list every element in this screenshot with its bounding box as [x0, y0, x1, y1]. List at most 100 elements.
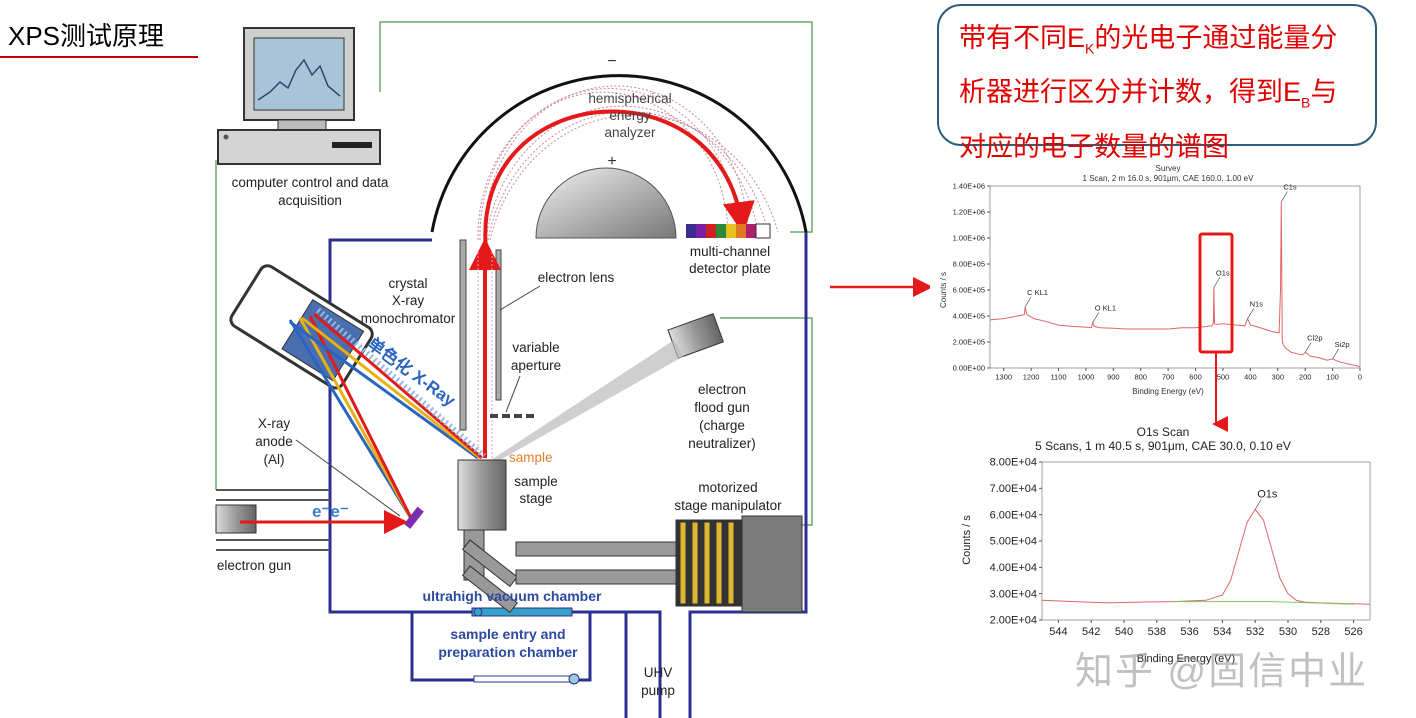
entry-chamber-label-1: sample entry and	[450, 626, 565, 642]
chart1-xtick-label: 1100	[1050, 373, 1066, 382]
chart2-annotation: O1s	[1257, 488, 1278, 500]
chart2-ytick-label: 2.00E+04	[990, 615, 1037, 627]
aperture-label-1: variable	[512, 340, 559, 355]
chart2-plot: O1s	[1041, 488, 1371, 605]
chart1-annotation-leader	[1281, 191, 1288, 202]
manipulator-label-1: motorized	[698, 480, 757, 495]
entry-chamber-label-2: preparation chamber	[438, 644, 578, 660]
chart2-xtick-label: 540	[1115, 626, 1133, 638]
flood-gun-label-4: neutralizer)	[688, 436, 756, 451]
electron-lens	[459, 239, 502, 431]
chart1-ytick-label: 6.00E+05	[953, 286, 985, 295]
aperture-label-2: aperture	[511, 358, 561, 373]
chart2-xtick-label: 544	[1049, 626, 1067, 638]
chart1-ylabel: Counts / s	[939, 272, 948, 308]
title-underline	[0, 56, 198, 58]
chart1-xtick-label: 0	[1358, 373, 1362, 382]
chart2-xtick-label: 542	[1082, 626, 1100, 638]
chart1-annotation: Cl2p	[1307, 333, 1322, 342]
chart1-axes: 0.00E+002.00E+054.00E+056.00E+058.00E+05…	[953, 182, 1362, 382]
chart1-annotation: N1s	[1250, 300, 1264, 309]
sample-stage	[457, 459, 507, 531]
gate-valve-2	[473, 675, 575, 683]
chart2-axes: 2.00E+04 3.00E+04 4.00E+04 5.00E+04 6.00E+04…	[990, 457, 1371, 638]
xps-instrument-diagram: computer control and data acquisition − …	[215, 21, 930, 718]
computer-icon	[217, 27, 381, 165]
chart1-annotation-leader	[1092, 312, 1100, 323]
anode-label-3: (Al)	[264, 452, 285, 467]
xray-beams	[288, 307, 486, 521]
monochromator-housing	[229, 264, 374, 390]
analyzer-label-1: hemispherical	[588, 91, 671, 106]
chart2-ytick-label: 8.00E+04	[990, 457, 1037, 469]
chart2-ytick-label: 7.00E+04	[990, 483, 1037, 495]
crystal-label-1: crystal	[388, 276, 427, 291]
chart1-title: Survey	[1156, 164, 1181, 173]
chart1-xtick-label: 500	[1217, 373, 1230, 382]
uhv-chamber-label: ultrahigh vacuum chamber	[423, 588, 602, 604]
chart1-annotation-leader	[1247, 308, 1254, 319]
chart2-xlabel: Binding Energy (eV)	[1137, 653, 1235, 665]
chart1-xtick-label: 1000	[1078, 373, 1095, 382]
chart2-series-0	[1041, 508, 1371, 605]
chart2-annotation-leader	[1254, 499, 1262, 510]
chart2-xtick-label: 526	[1344, 626, 1362, 638]
flood-gun-label-2: flood gun	[694, 400, 750, 415]
chart1-xlabel: Binding Energy (eV)	[1132, 387, 1204, 396]
chart2-ytick-label: 4.00E+04	[990, 562, 1037, 574]
stage-manipulator-bellows	[675, 519, 743, 607]
computer-label-2: acquisition	[278, 193, 342, 208]
chart1-xtick-label: 700	[1162, 373, 1175, 382]
chart1-ytick-label: 0.00E+00	[953, 364, 985, 373]
chart1-xtick-label: 300	[1272, 373, 1285, 382]
chart1-annotation-leader	[1024, 296, 1032, 308]
stage-arm	[461, 529, 677, 614]
computer-label-1: computer control and data	[232, 175, 389, 190]
stage-label-1: sample	[514, 474, 558, 489]
chart1-xtick-label: 1300	[995, 373, 1012, 382]
o1s-spectrum-chart: O1s Scan 5 Scans, 1 m 40.5 s, 901μm, CAE…	[961, 425, 1371, 665]
chart2-xtick-label: 532	[1246, 626, 1264, 638]
callout-line-1: 带有不同EK的光电子通过能量分	[959, 23, 1338, 57]
chart2-ytick-label: 6.00E+04	[990, 509, 1037, 521]
chart1-xtick-label: 800	[1134, 373, 1147, 382]
slide-title: XPS测试原理	[8, 21, 165, 51]
chart1-annotation-leader	[1304, 342, 1312, 353]
chart1-annotation-leader	[1332, 348, 1339, 360]
sample-label: sample	[509, 450, 553, 465]
flood-gun-label-1: electron	[698, 382, 746, 397]
chart2-xtick-label: 534	[1213, 626, 1231, 638]
chart1-annotation: C KL1	[1027, 288, 1048, 297]
chart1-ytick-label: 2.00E+05	[953, 338, 985, 347]
chart2-ytick-label: 3.00E+04	[990, 588, 1037, 600]
electron-trajectories	[477, 85, 779, 241]
electron-gun-housing	[216, 489, 330, 551]
chart2-title: O1s Scan	[1137, 425, 1190, 439]
chart1-xtick-label: 400	[1244, 373, 1257, 382]
chart2-series-1	[1173, 601, 1354, 605]
chart1-ytick-label: 1.20E+06	[953, 208, 985, 217]
chart1-series-0	[989, 201, 1361, 368]
flood-beam	[488, 340, 684, 462]
chart2-ylabel: Counts / s	[961, 515, 973, 565]
chart1-xtick-label: 1200	[1023, 373, 1040, 382]
chart2-ytick-label: 5.00E+04	[990, 536, 1037, 548]
o1s-highlight	[1198, 232, 1234, 432]
crystal-label-3: monochromator	[361, 311, 456, 326]
chart1-xtick-label: 600	[1189, 373, 1202, 382]
chart1-annotation: O KL1	[1095, 304, 1116, 313]
chart1-annotation: C1s	[1283, 183, 1297, 192]
chart1-ytick-label: 1.00E+06	[953, 234, 985, 243]
chart1-annotation-leader	[1213, 277, 1221, 288]
manipulator-label-2: stage manipulator	[674, 498, 782, 513]
stage-label-2: stage	[519, 491, 552, 506]
manipulator-motor	[741, 515, 803, 613]
analyzer-inner-dome	[535, 167, 677, 239]
chart2-xtick-label: 530	[1279, 626, 1297, 638]
chart1-ytick-label: 8.00E+05	[953, 260, 985, 269]
chart1-annotation: O1s	[1216, 268, 1230, 277]
lens-label: electron lens	[538, 270, 615, 285]
analyzer-minus-sign: −	[607, 53, 616, 70]
pump-outline	[624, 612, 662, 718]
